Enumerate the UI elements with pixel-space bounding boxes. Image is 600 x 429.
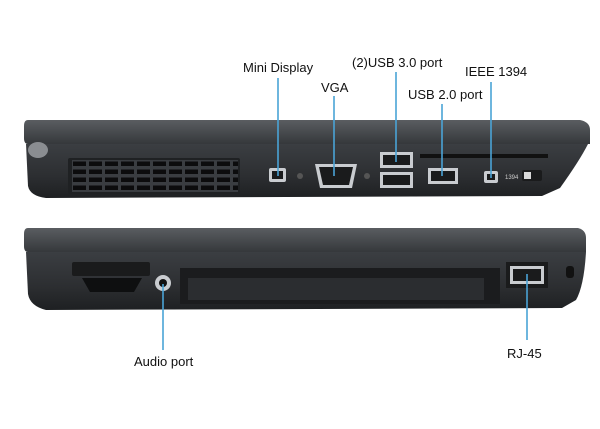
label-mini-display: Mini Display [243,60,314,75]
laptop-left-side [24,120,590,198]
optical-drive-tray [188,278,484,300]
laptop-lid-top [24,120,590,144]
wireless-switch-knob [524,172,531,179]
label-usb3: (2)USB 3.0 port [352,55,443,70]
screw-hole [364,173,370,179]
cooling-vent [72,160,238,192]
laptop-right-side [24,228,586,310]
label-usb2: USB 2.0 port [408,87,483,102]
port-1394-marking: 1394 [505,175,519,181]
vga-socket [319,167,353,185]
usb3-socket-lower [383,175,410,185]
usb2-socket [431,171,455,181]
card-slot [420,154,548,158]
label-ieee1394: IEEE 1394 [465,64,528,79]
card-reader-lip [82,278,142,292]
audio-jack-hole [159,279,167,287]
security-lock-slot [566,266,574,278]
leader-lines [162,72,528,350]
screw-hole [297,173,303,179]
hinge-cap [28,142,48,158]
label-vga: VGA [321,80,349,95]
laptop-lid-bottom [24,228,586,252]
label-rj45: RJ-45 [507,346,542,361]
card-reader [72,262,150,276]
label-audio: Audio port [134,354,194,369]
